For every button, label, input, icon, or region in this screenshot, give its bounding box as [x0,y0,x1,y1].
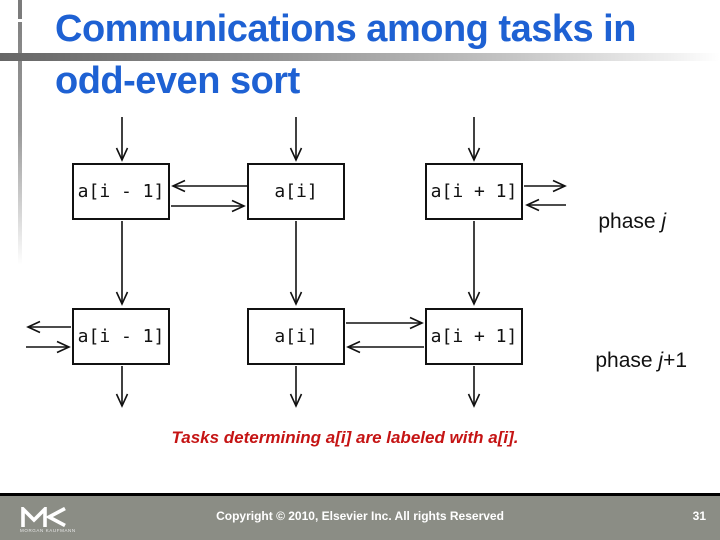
phase-j-plus-1-label: phase j+1 [572,325,687,397]
left-accent-bar [18,22,22,265]
task-box-row1-a-i-plus-1: a[i + 1] [425,163,523,220]
phase-suffix: +1 [663,349,688,372]
left-accent-bar-top [18,0,22,19]
page-number: 31 [692,509,706,523]
task-box-row2-a-i: a[i] [247,308,345,365]
phase-j-label: phase j [575,186,666,258]
slide-title-line1: Communications among tasks in [55,8,636,50]
slide-title-line2: odd-even sort [55,60,300,102]
footer-bar: MORGAN KAUFMANN Copyright © 2010, Elsevi… [0,496,720,540]
mk-logo-subtext: MORGAN KAUFMANN [20,528,76,533]
title-underline-bar [0,53,720,61]
copyright-text: Copyright © 2010, Elsevier Inc. All righ… [216,509,504,523]
figure-caption: Tasks determining a[i] are labeled with … [171,428,519,447]
mk-logo-icon [21,507,66,527]
task-box-row1-a-i-minus-1: a[i - 1] [72,163,170,220]
footer-divider-line [0,493,720,496]
slide-title: Communications among tasks in odd-even s… [55,3,636,107]
task-box-row2-a-i-plus-1: a[i + 1] [425,308,523,365]
task-box-row1-a-i: a[i] [247,163,345,220]
phase-variable: j [661,210,667,233]
task-box-row2-a-i-minus-1: a[i - 1] [72,308,170,365]
phase-word: phase [598,210,662,233]
phase-word: phase [595,349,659,372]
phase-variable: j [658,349,664,372]
